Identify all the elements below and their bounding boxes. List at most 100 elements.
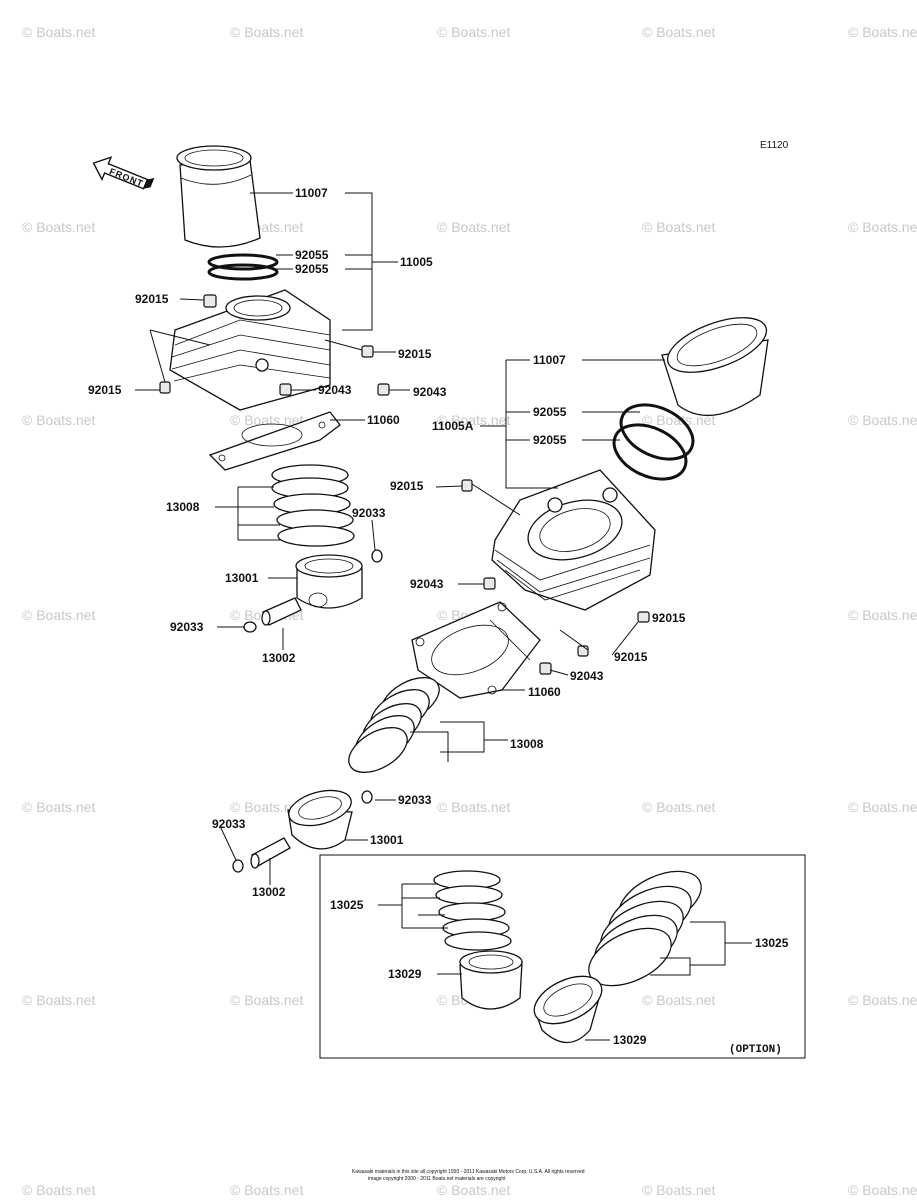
- part-label-92015: 92015: [390, 479, 424, 493]
- part-label-92015: 92015: [652, 611, 686, 625]
- watermark: © Boats.net: [22, 799, 95, 815]
- part-label-11007: 11007: [295, 186, 328, 200]
- watermark: © Boats.net: [22, 412, 95, 428]
- watermark: © Boats.net: [642, 24, 715, 40]
- front-label: FRONT: [108, 166, 145, 189]
- circlip: [361, 790, 373, 804]
- watermark: © Boats.net: [230, 992, 303, 1008]
- part-label-92015: 92015: [88, 383, 122, 397]
- piston-right: [287, 789, 353, 850]
- option-label: (OPTION): [729, 1044, 782, 1056]
- piston-option-left: [459, 950, 523, 1010]
- leader-lines-upper: [135, 192, 410, 650]
- option-box: [319, 854, 806, 1059]
- part-label-92043: 92043: [318, 383, 352, 397]
- part-label-13025: 13025: [330, 898, 364, 912]
- watermark: © Boats.net: [848, 412, 917, 428]
- part-label-11060: 11060: [367, 413, 400, 427]
- watermark: © Boats.net: [848, 219, 917, 235]
- watermark: © Boats.net: [642, 1182, 715, 1198]
- watermark: © Boats.net: [642, 992, 715, 1008]
- cylinder-sleeve-upper: [176, 145, 261, 248]
- watermark: © Boats.net: [848, 607, 917, 623]
- collar: [279, 383, 292, 396]
- watermark: © Boats.net: [437, 799, 510, 815]
- watermark: © Boats.net: [437, 412, 510, 428]
- part-label-13001: 13001: [225, 571, 259, 585]
- o-rings-upper: [207, 253, 279, 281]
- watermark: © Boats.net: [22, 24, 95, 40]
- part-label-92043: 92043: [410, 577, 444, 591]
- part-label-92033: 92033: [212, 817, 246, 831]
- watermark: © Boats.net: [848, 24, 917, 40]
- piston-rings-option-right: [588, 870, 702, 987]
- piston-rings-right: [348, 677, 440, 773]
- watermark: © Boats.net: [230, 412, 303, 428]
- dowel-pin: [577, 645, 589, 657]
- part-label-13002: 13002: [252, 885, 286, 899]
- cylinder-block-right: [491, 469, 656, 611]
- piston-upper: [295, 554, 363, 609]
- watermark: © Boats.net: [230, 799, 303, 815]
- part-label-92055: 92055: [533, 433, 567, 447]
- watermark: © Boats.net: [22, 607, 95, 623]
- collar: [377, 383, 390, 396]
- watermark-layer: © Boats.net © Boats.net © Boats.net © Bo…: [22, 24, 917, 1198]
- piston-rings-option-left: [433, 870, 512, 951]
- watermark: © Boats.net: [642, 412, 715, 428]
- watermark: © Boats.net: [22, 1182, 95, 1198]
- watermark: © Boats.net: [230, 24, 303, 40]
- piston-pin-upper: [261, 597, 302, 626]
- part-label-13002: 13002: [262, 651, 296, 665]
- circlip: [243, 621, 257, 633]
- footer-copyright-2: image copyright 2000 - 2011 Boats.net ma…: [368, 1176, 506, 1182]
- o-rings-right: [612, 403, 695, 481]
- part-label-11007: 11007: [533, 353, 566, 367]
- collar: [539, 662, 552, 675]
- collar: [483, 577, 496, 590]
- front-arrow-icon: FRONT: [92, 156, 155, 190]
- diagram-code: E1120: [760, 140, 789, 151]
- dowel-pin-upper: [203, 294, 217, 308]
- part-label-11060: 11060: [528, 685, 561, 699]
- part-label-13008: 13008: [510, 737, 544, 751]
- part-label-92055: 92055: [533, 405, 567, 419]
- watermark: © Boats.net: [848, 799, 917, 815]
- piston-pin-right: [250, 837, 291, 869]
- part-label-92033: 92033: [352, 506, 386, 520]
- piston-rings-upper: [271, 464, 355, 547]
- leader-lines-right: [219, 359, 665, 885]
- part-label-92055: 92055: [295, 248, 329, 262]
- watermark: © Boats.net: [848, 992, 917, 1008]
- circlip: [232, 859, 244, 873]
- part-label-13001: 13001: [370, 833, 404, 847]
- part-label-92033: 92033: [398, 793, 432, 807]
- part-label-92043: 92043: [570, 669, 604, 683]
- part-label-13029: 13029: [613, 1033, 647, 1047]
- footer-copyright: Kawasaki materials in this site all copy…: [352, 1169, 585, 1175]
- watermark: © Boats.net: [437, 1182, 510, 1198]
- dowel-pin: [361, 345, 374, 358]
- watermark: © Boats.net: [22, 219, 95, 235]
- part-label-13008: 13008: [166, 500, 200, 514]
- part-label-11005A: 11005A: [432, 419, 474, 433]
- base-gasket-upper: [208, 411, 341, 471]
- dowel-pin: [637, 611, 650, 623]
- watermark: © Boats.net: [848, 1182, 917, 1198]
- piston-option-right: [533, 975, 603, 1044]
- part-label-13029: 13029: [388, 967, 422, 981]
- part-label-13025: 13025: [755, 936, 789, 950]
- watermark: © Boats.net: [437, 219, 510, 235]
- part-label-92015: 92015: [398, 347, 432, 361]
- watermark: © Boats.net: [230, 1182, 303, 1198]
- part-label-92055: 92055: [295, 262, 329, 276]
- part-label-11005: 11005: [400, 255, 433, 269]
- watermark: © Boats.net: [642, 219, 715, 235]
- part-label-92015: 92015: [135, 292, 169, 306]
- dowel-pin: [461, 479, 473, 492]
- cylinder-block-upper: [169, 289, 331, 411]
- watermark: © Boats.net: [642, 799, 715, 815]
- part-label-92033: 92033: [170, 620, 204, 634]
- dowel-pin: [159, 381, 171, 394]
